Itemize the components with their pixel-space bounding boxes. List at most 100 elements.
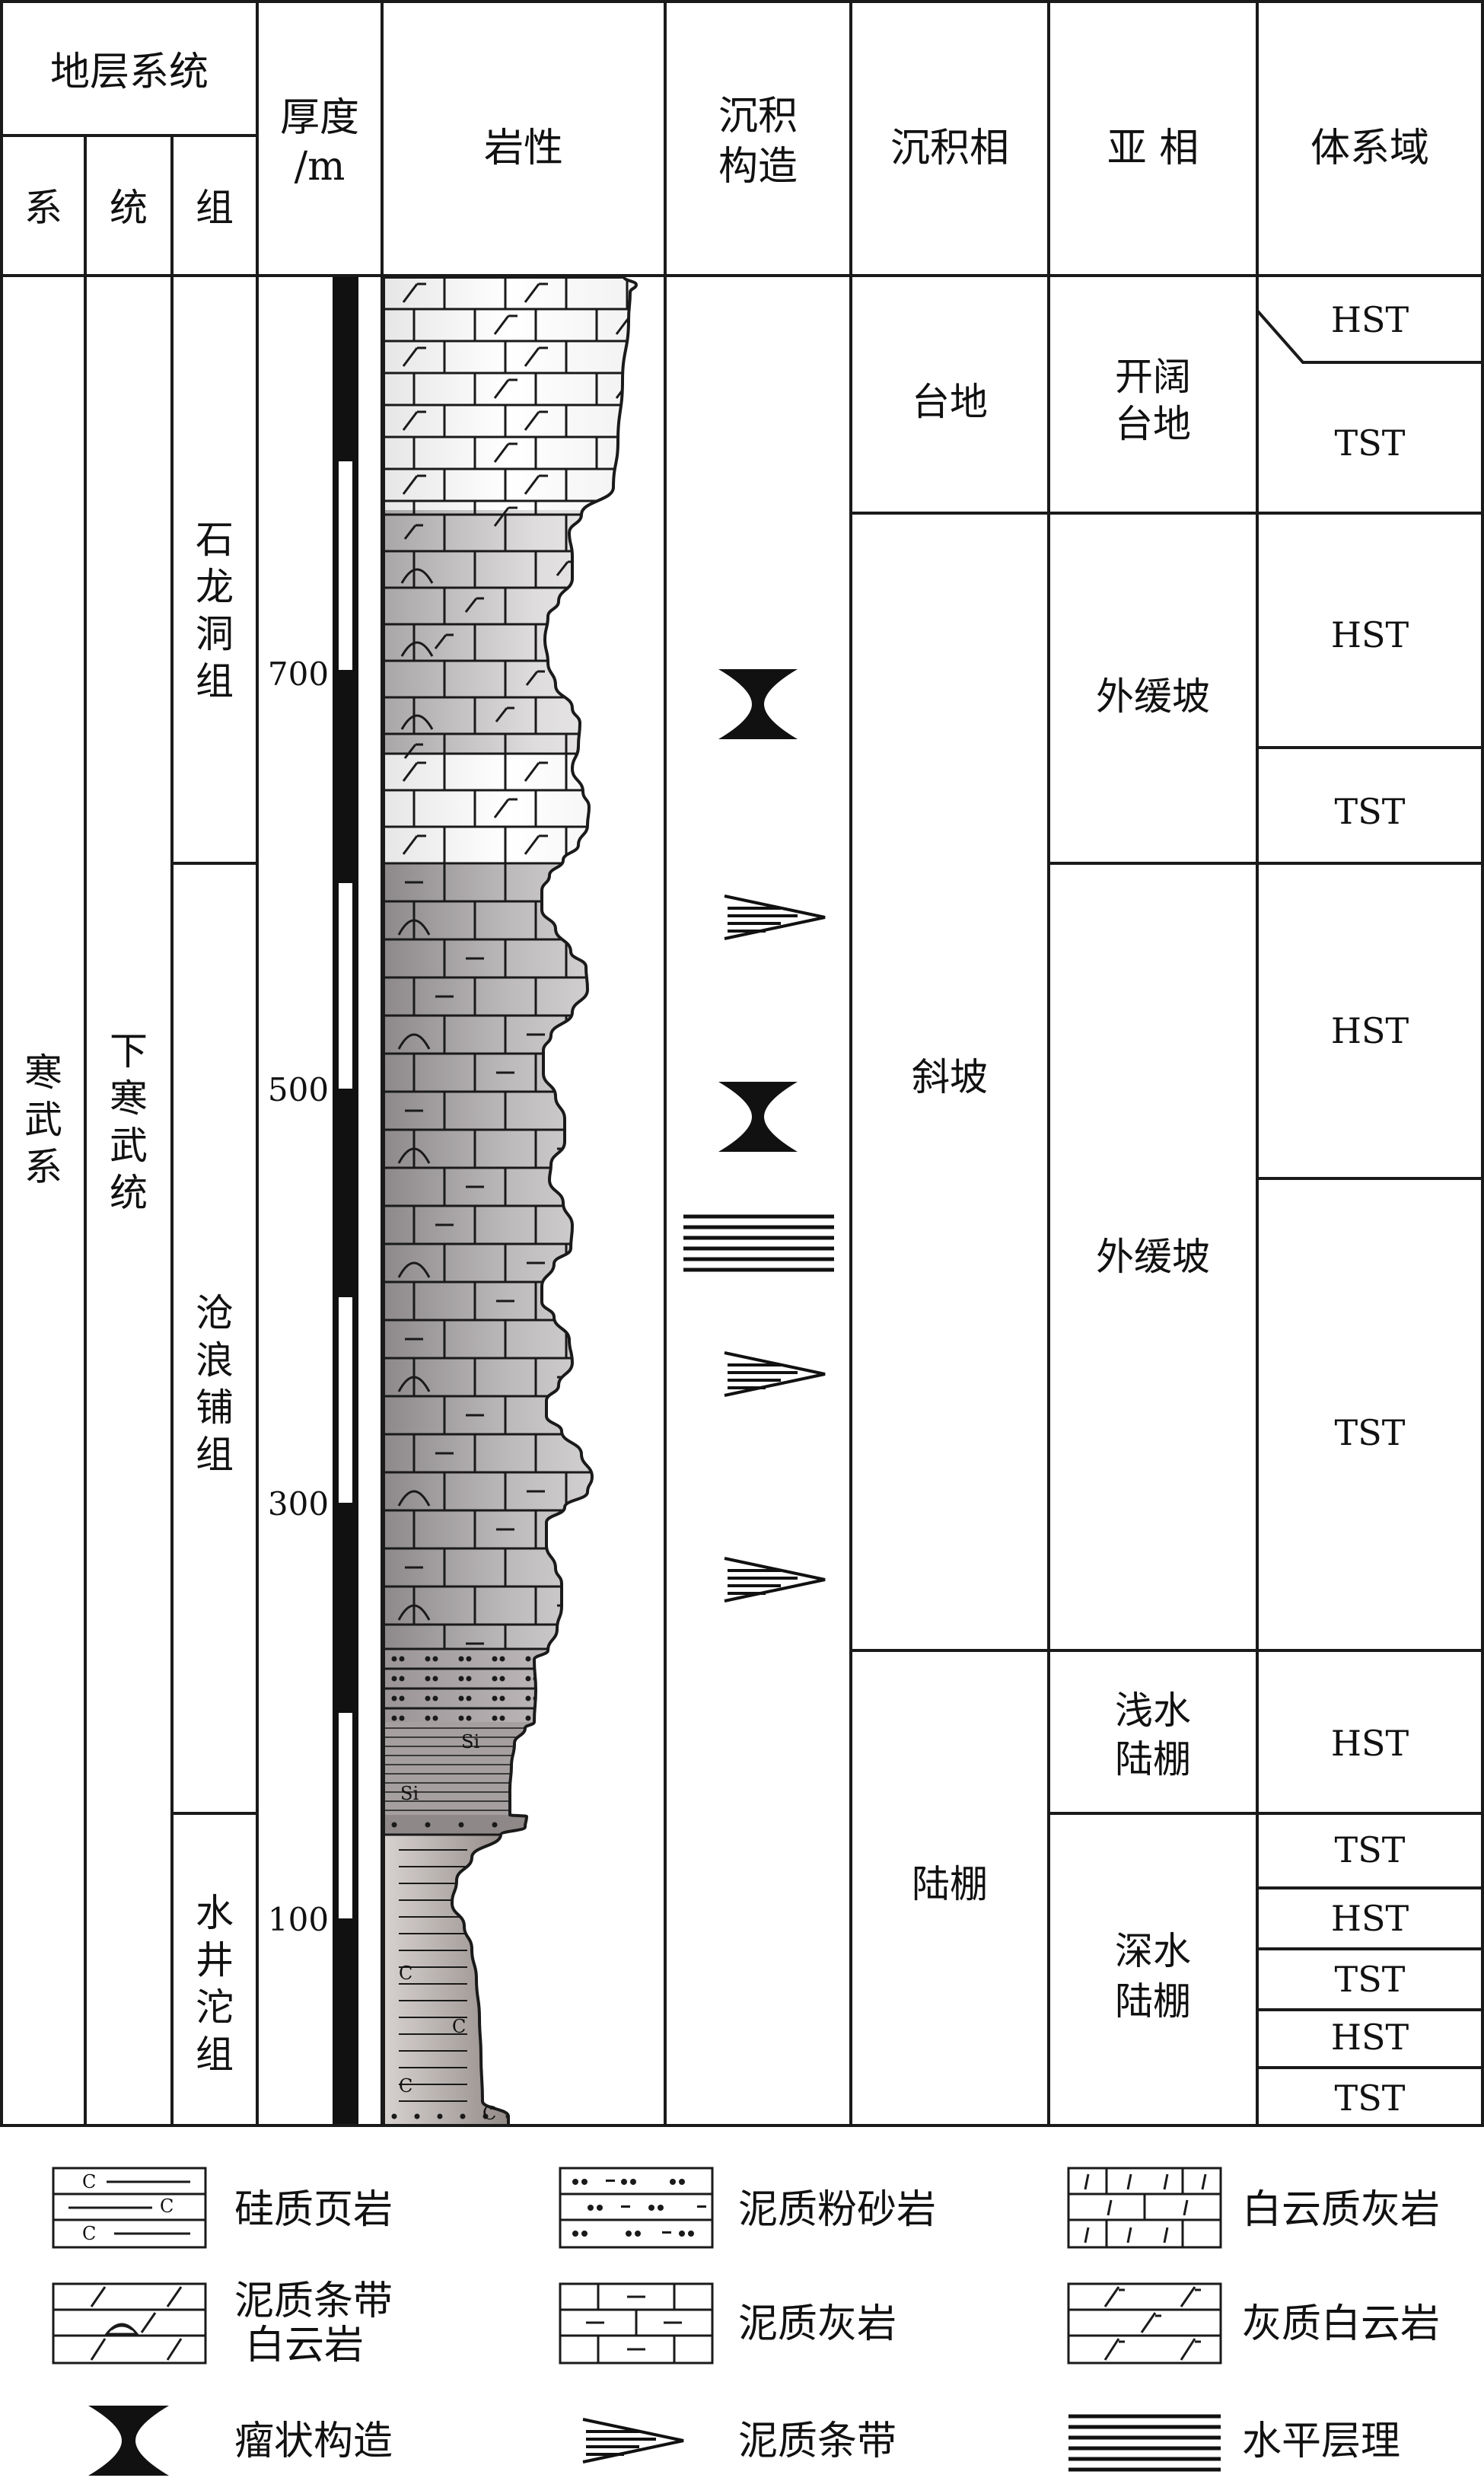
- argillaceous-band-icon: [724, 894, 826, 940]
- silt-dot: [425, 1715, 431, 1721]
- dolomite-symbol: [402, 761, 426, 782]
- band-symbol: [400, 641, 434, 657]
- legend-argillaceous-limestone: 泥质灰岩: [559, 2282, 896, 2365]
- legend-carbon-mark: C: [160, 2196, 174, 2217]
- subfacies-shallow-shelf: 浅水: [1115, 1689, 1191, 1733]
- dolomite-symbol: [586, 743, 606, 759]
- siltstone-unit: [384, 1649, 635, 1722]
- legend-dolomitic-limestone-swatch: [1067, 2167, 1222, 2249]
- systems-tract-label: TST: [1335, 2078, 1406, 2119]
- silt-dot: [633, 1656, 636, 1662]
- silt-dot: [559, 1822, 565, 1828]
- header-systems-tract: 体系域: [1310, 126, 1429, 171]
- silt-dot: [626, 1676, 632, 1682]
- silt-dot: [626, 1656, 632, 1662]
- formation-shilongdong: 石 龙 洞 组: [196, 518, 234, 703]
- silt-dot: [592, 1695, 598, 1701]
- subfacies-column: 开阔 台地 外缓坡 外缓坡 浅水 陆棚 深水 陆棚: [1096, 355, 1210, 2023]
- header-thickness: 厚度: [280, 95, 359, 141]
- legend-siliceous-shale-swatch: [52, 2167, 207, 2249]
- legend-argillaceous-limestone-swatch: [559, 2282, 714, 2365]
- dolomite-symbol: [403, 743, 423, 759]
- silt-dot: [633, 1676, 636, 1682]
- dolomite-symbol: [403, 524, 423, 540]
- header-thickness-unit: /m: [295, 144, 346, 190]
- banded-dolomite-unit: [384, 510, 635, 758]
- formation-char: 水: [196, 1891, 234, 1935]
- legend-bedding-icon: [1068, 2414, 1221, 2472]
- formation-char: 沱: [196, 1985, 234, 2030]
- silt-dot: [559, 1715, 565, 1721]
- siliceous-label: Si: [461, 1731, 479, 1752]
- silt-dot: [566, 1676, 572, 1682]
- facies-platform: 台地: [912, 380, 988, 424]
- lithology-column: Si Si C C C C: [382, 276, 639, 2127]
- table-frame: [0, 0, 1484, 2127]
- legend-label: 灰质白云岩: [1242, 2301, 1440, 2347]
- series-char: 下: [110, 1029, 148, 1073]
- silt-dot: [566, 1695, 572, 1701]
- dolomite-symbol: [493, 314, 517, 335]
- silt-dot: [592, 1715, 598, 1721]
- facies-column: 台地 斜坡 陆棚: [912, 380, 988, 1906]
- legend-label: 泥质灰岩: [738, 2301, 896, 2347]
- carbon-label: C: [482, 2103, 496, 2124]
- subfacies-shallow-shelf: 陆棚: [1115, 1737, 1191, 1781]
- header-subfacies: 亚 相: [1107, 126, 1199, 171]
- silt-dot: [466, 1695, 472, 1701]
- legend-band-icon: [582, 2418, 684, 2463]
- silt-dot: [432, 1715, 438, 1721]
- thickness-tick-label: 300: [268, 1485, 329, 1523]
- table-header: 地层系统 系 统 组 厚度 /m 岩性 沉积 构造 沉积相 亚 相 体系域: [24, 49, 1429, 230]
- silt-dot: [391, 1715, 397, 1721]
- silt-dot: [425, 1676, 431, 1682]
- silt-dot: [425, 1656, 431, 1662]
- silt-dot: [499, 1695, 505, 1701]
- silt-dot: [633, 1695, 636, 1701]
- silt-dot: [391, 2113, 397, 2119]
- systems-tract-label: HST: [1331, 299, 1409, 340]
- dolomite-symbol: [615, 506, 636, 527]
- legend-argillaceous-siltstone: 泥质粉砂岩: [559, 2167, 936, 2249]
- dolomite-symbol: [524, 282, 548, 303]
- silt-dot: [458, 1822, 464, 1828]
- silt-dot: [566, 1656, 572, 1662]
- silt-dot: [458, 1715, 464, 1721]
- system-char: 寒: [24, 1051, 62, 1095]
- legend-carbon-mark: C: [82, 2223, 96, 2244]
- silt-dot: [492, 1676, 498, 1682]
- dolomite-symbol: [402, 834, 426, 855]
- silt-dot: [559, 1676, 565, 1682]
- silt-dot: [633, 1715, 636, 1721]
- nodular-structure-icon: [718, 1082, 798, 1152]
- thickness-tick-label: 700: [268, 655, 329, 693]
- silt-dot: [492, 1715, 498, 1721]
- silt-dot: [525, 1656, 531, 1662]
- legend-label: 泥质条带: [738, 2419, 896, 2464]
- band-symbol: [397, 1033, 431, 1050]
- formation-char: 组: [196, 2033, 234, 2077]
- legend-label: 瘤状构造: [234, 2419, 393, 2464]
- silt-dot: [460, 2113, 466, 2119]
- header-sed-structure-2: 构造: [718, 144, 798, 190]
- thickness-scale-bar: [333, 277, 358, 2124]
- silt-dot: [525, 1715, 531, 1721]
- silt-dot: [525, 1676, 531, 1682]
- systems-tract-label: TST: [1335, 791, 1406, 832]
- legend-label: 水平层理: [1242, 2419, 1400, 2464]
- band-symbol: [397, 1604, 431, 1621]
- thickness-tick-label: 500: [268, 1071, 329, 1108]
- systems-tract-label: HST: [1331, 614, 1409, 655]
- dolomite-symbol: [615, 442, 636, 463]
- silt-dot: [592, 1676, 598, 1682]
- thickness-ticks: 700 500 300 100: [268, 655, 329, 1938]
- silt-dot: [425, 1695, 431, 1701]
- silt-dot: [432, 1676, 438, 1682]
- systems-tract-label: TST: [1335, 1959, 1406, 2000]
- silt-dot: [466, 1656, 472, 1662]
- subfacies-open-platform: 开阔: [1115, 355, 1191, 399]
- argillaceous-band-icon: [724, 1351, 826, 1397]
- formation-char: 组: [196, 1433, 234, 1477]
- header-system: 系: [24, 186, 62, 230]
